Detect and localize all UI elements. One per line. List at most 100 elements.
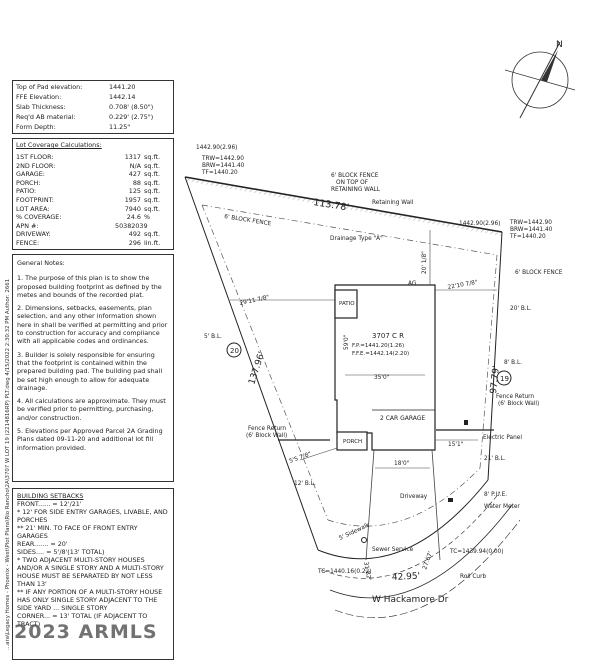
plan-label-dim-29-11: 29'11 7/8"	[239, 295, 270, 307]
setback-line: ** 21' MIN. TO FACE OF FRONT ENTRY GARAG…	[17, 524, 138, 540]
plan-label-ag: AG	[408, 281, 417, 287]
lot-coverage-unit: %	[144, 213, 151, 222]
house-label: 3707 C R	[372, 332, 404, 340]
plan-label-dim-59: 59'0"	[344, 334, 350, 350]
lot-coverage-label: DRIVEWAY:	[16, 230, 51, 239]
plan-label-tc-left: TC=1440.16(0.22)	[317, 569, 372, 575]
lot-coverage-unit: sq.ft.	[144, 204, 161, 213]
plan-label-dim-22-10: 22'10 7/8"	[447, 280, 478, 291]
plan-label-sewer: Sewer Service	[372, 547, 414, 553]
lot-coverage-value: 427	[128, 170, 141, 179]
elevation-label: Slab Thickness:	[16, 103, 66, 111]
ffe-label: F.F.E.=1442.14(2.20)	[352, 351, 409, 357]
plan-label-fence-top-1: 6' BLOCK FENCE	[331, 173, 379, 179]
lot-coverage-unit: lin.ft.	[144, 239, 161, 247]
lot-coverage-value: 88	[132, 178, 141, 187]
plan-label-trw-l2: BRW=1441.40	[202, 163, 245, 169]
elevation-value: 11.25"	[109, 123, 131, 131]
plan-label-fence-return-r1: Fence Return	[496, 394, 534, 400]
plan-label-water-meter: Water Meter	[484, 504, 520, 510]
plan-label-dim-curve-r: 27.67'	[421, 550, 434, 570]
lot-coverage-value: 296	[128, 239, 141, 247]
plan-label-roll-curb: Roll Curb	[460, 574, 486, 580]
general-note: 1. The purpose of this plan is to show t…	[17, 274, 162, 299]
plan-label-dim-15-1: 15'1"	[448, 442, 464, 448]
setback-line: REAR....... = 20'	[17, 540, 68, 548]
lot-coverage-unit: sq.ft.	[144, 196, 161, 204]
plan-label-trw-l3: TF=1440.20	[201, 170, 238, 176]
setback-line: SIDES.... = 5'/8'(13' TOTAL)	[17, 548, 105, 556]
plan-label-dim-right: 97.79'	[489, 365, 502, 394]
setback-line: * 12' FOR SIDE ENTRY GARAGES, LIVABLE, A…	[17, 508, 168, 524]
building-setbacks: BUILDING SETBACKS FRONT...... = 12'/21'*…	[12, 488, 174, 660]
patio-label: PATIO	[339, 301, 355, 307]
watermark: 2023 ARMLS	[14, 621, 158, 643]
setback-line: CORNER... = 13' TOTAL (IF ADJACENT TO TR…	[17, 612, 148, 628]
elevation-label: Req'd AB material:	[16, 113, 76, 121]
lot-number-badges	[226, 342, 512, 386]
setbacks-title: BUILDING SETBACKS	[17, 492, 84, 500]
elevation-value: 0.708' (8.50")	[109, 103, 154, 111]
garage-label: 2 CAR GARAGE	[380, 415, 425, 422]
setback-line: FRONT...... = 12'/21'	[17, 500, 82, 508]
elevation-value: 0.229' (2.75")	[109, 113, 154, 121]
plan-label-dim-5-5: 5'5 7/8"	[289, 451, 313, 465]
plan-label-trw-l1: TRW=1442.90	[201, 156, 244, 162]
lot-coverage-table: Lot Coverage Calculations: 1ST FLOOR:131…	[12, 138, 174, 250]
lot-coverage-unit: sq.ft.	[144, 153, 161, 161]
plan-label-fence-top-2: ON TOP OF	[336, 180, 368, 186]
lot-coverage-unit: sq.ft.	[144, 161, 161, 170]
plan-label-drainage: Drainage Type "A"	[330, 236, 383, 242]
general-note: 3. Builder is solely responsible for ens…	[17, 350, 163, 392]
lot-coverage-label: PORCH:	[16, 178, 41, 187]
lot-coverage-value: 24.6	[126, 213, 141, 222]
lot-coverage-value: 7940	[124, 204, 141, 213]
lot-coverage-unit: sq.ft.	[144, 230, 161, 239]
plan-label-block-fence-right: 6' BLOCK FENCE	[515, 270, 563, 276]
street-name: W Hackamore Dr	[372, 595, 449, 605]
lot-coverage-label: 2ND FLOOR:	[16, 161, 56, 170]
plan-label-dim-18: 18'0"	[394, 461, 410, 467]
general-note: 2. Dimensions, setbacks, easements, plan…	[17, 304, 168, 346]
setback-line: * TWO ADJACENT MULTI-STORY HOUSES AND/OR…	[17, 556, 164, 588]
plan-label-fence-top-3: RETAINING WALL	[331, 187, 381, 193]
general-note: 4. All calculations are approximate. The…	[17, 397, 166, 422]
general-notes-title: General Notes:	[17, 259, 65, 267]
general-notes: General Notes: 1. The purpose of this pl…	[12, 254, 174, 482]
elevation-value: 1442.14	[109, 93, 136, 101]
elevation-label: FFE Elevation:	[16, 93, 62, 101]
lot-coverage-unit: sq.ft.	[144, 170, 161, 179]
plan-label-block-fence-left: 6' BLOCK FENCE	[224, 214, 272, 227]
lot-coverage-label: FOOTPRINT:	[16, 196, 54, 204]
plan-label-front-bl-left: 12' B.L.	[294, 481, 316, 487]
plan-label-trw-r3: TF=1440.20	[509, 234, 546, 240]
general-note: 5. Elevations per Approved Parcel 2A Gra…	[17, 427, 163, 452]
plan-label-dim-front: 42.95'	[392, 572, 421, 583]
plan-label-front-bl-right: 21' B.L.	[484, 456, 506, 462]
plan-label-trw-r1: TRW=1442.90	[509, 220, 552, 226]
lot-number-right: 19	[500, 375, 509, 383]
lot-coverage-title: Lot Coverage Calculations:	[16, 141, 102, 149]
plan-label-elec-panel: Electric Panel	[483, 435, 522, 441]
porch-label: PORCH	[343, 439, 362, 445]
plan-label-tc-right: TC=1439.94(0.00)	[449, 549, 504, 555]
lot-number-left: 20	[230, 347, 239, 355]
plan-label-trw-r2: BRW=1441.40	[510, 227, 553, 233]
elevation-label: Form Depth:	[16, 123, 56, 131]
plan-label-rear-bl: 20' B.L.	[510, 306, 532, 312]
plan-label-retaining: Retaining Wall	[372, 200, 414, 206]
plan-label-dim-curve-l: 31.82'	[362, 561, 372, 581]
plan-label-dim-left: 137.96'	[247, 351, 267, 386]
lot-coverage-label: LOT AREA:	[16, 204, 50, 213]
setback-line: ** IF ANY PORTION OF A MULTI-STORY HOUSE…	[17, 588, 163, 612]
plan-label-corner-tl: 1442.90(2.96)	[196, 145, 237, 151]
plan-label-dim-35: 35'0"	[374, 375, 390, 381]
lot-coverage-label: APN #:	[16, 221, 39, 230]
lot-coverage-value: 492	[128, 230, 141, 239]
house-footprint	[334, 284, 436, 451]
lot-coverage-value: 50382039	[115, 221, 148, 230]
lot-coverage-value: 1957	[124, 196, 141, 204]
plan-label-corner-tr: 1442.90(2.96)	[459, 221, 500, 227]
